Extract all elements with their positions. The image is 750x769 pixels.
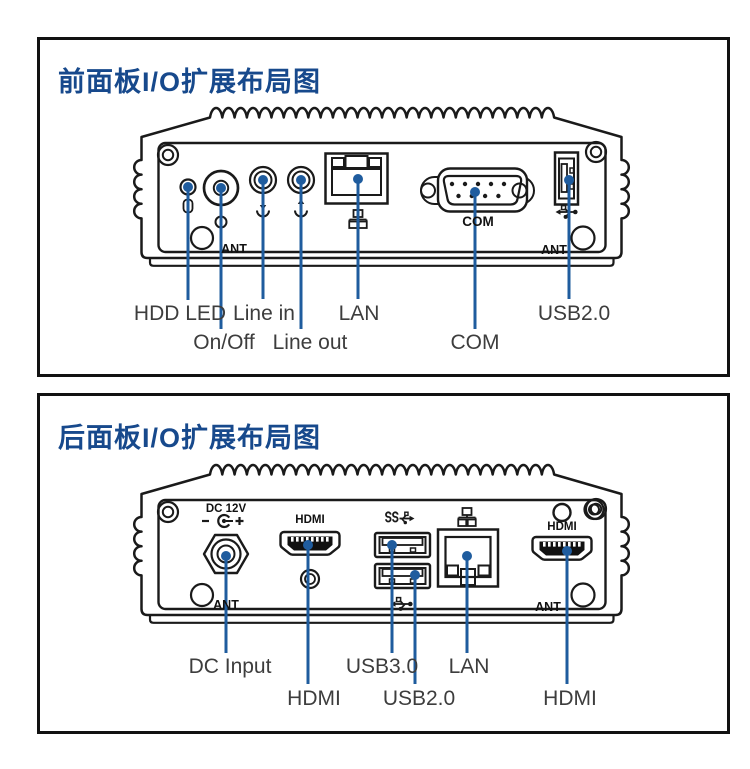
rear-callout-lines bbox=[224, 545, 569, 684]
ant-marking-rear-left: ANT bbox=[213, 598, 239, 612]
hdmi-port-right-drawing bbox=[531, 535, 593, 561]
callout-label-usb2-rear: USB2.0 bbox=[382, 687, 456, 710]
rear-chassis-drawing bbox=[132, 463, 631, 684]
front-callout-lines bbox=[186, 179, 571, 329]
hdmi-marking-left: HDMI bbox=[295, 514, 325, 526]
rear-callout-dots bbox=[221, 540, 572, 580]
callout-label-hdmi-right: HDMI bbox=[543, 687, 597, 710]
callout-label-lan-front: LAN bbox=[338, 302, 380, 325]
usb3-port-drawing bbox=[373, 531, 432, 559]
usb2-port-rear-drawing bbox=[373, 562, 432, 590]
dc-polarity-icon bbox=[202, 513, 244, 529]
callout-label-line-out: Line out bbox=[272, 331, 348, 354]
ant-marking-left: ANT bbox=[221, 242, 247, 256]
callout-label-line-in: Line in bbox=[233, 302, 295, 325]
callout-label-lan-rear: LAN bbox=[448, 655, 490, 678]
dc-12v-marking: DC 12V bbox=[205, 503, 247, 515]
hdmi-marking-right: HDMI bbox=[547, 521, 577, 533]
usb3-ss-icon bbox=[385, 511, 415, 525]
callout-label-hdmi-left: HDMI bbox=[287, 687, 341, 710]
ant-marking-rear-right: ANT bbox=[535, 600, 561, 614]
hole-below-hdmi bbox=[299, 568, 321, 590]
callout-label-dc-input: DC Input bbox=[188, 655, 272, 678]
front-callout-dots bbox=[183, 174, 574, 197]
front-panel-title: 前面板I/O扩展布局图 bbox=[58, 67, 322, 97]
ant-marking-right: ANT bbox=[541, 243, 567, 257]
callout-label-hdd-led: HDD LED bbox=[133, 302, 227, 325]
com-marking: COM bbox=[462, 214, 494, 229]
hole-top-right bbox=[552, 502, 572, 523]
callout-label-com: COM bbox=[450, 331, 500, 354]
callout-label-usb3: USB3.0 bbox=[345, 655, 419, 678]
screw-top-right-rear bbox=[583, 498, 605, 521]
front-chassis-drawing bbox=[132, 106, 631, 329]
rear-panel-title: 后面板I/O扩展布局图 bbox=[58, 423, 322, 453]
callout-label-usb2-front: USB2.0 bbox=[537, 302, 611, 325]
callout-label-on-off: On/Off bbox=[193, 331, 255, 354]
